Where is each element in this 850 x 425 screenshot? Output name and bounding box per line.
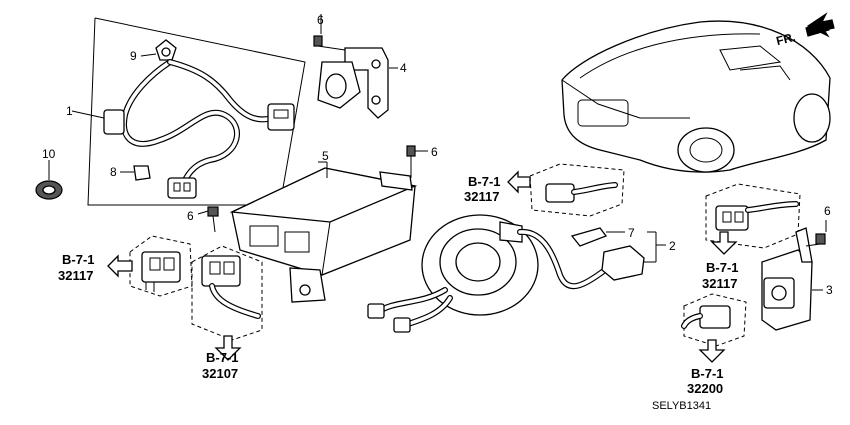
part-2-cable-reel [367,214,666,333]
callout-6-left: 6 [187,209,194,223]
ref-number-bottom-right: 32200 [687,381,723,396]
callout-3: 3 [826,283,833,297]
callout-7: 7 [628,226,635,240]
callout-8: 8 [110,165,117,179]
callout-4: 4 [400,61,407,75]
ref-arrow-center [507,170,531,194]
callout-6-unit: 6 [431,145,438,159]
ref-number-bottom-left: 32107 [202,366,238,381]
connector-box-right-bottom [681,293,747,347]
part-8-clip [120,165,151,181]
ref-section-center: B-7-1 [468,174,501,189]
part-6-bolt-unit-left [197,206,219,233]
connector-box-left-a [129,235,193,297]
connector-box-center [529,163,625,217]
connector-box-right-top [705,183,801,249]
callout-10: 10 [42,147,56,161]
callout-9: 9 [130,49,137,63]
part-1-harness [71,59,295,199]
part-10-grommet [35,160,63,200]
callout-1: 1 [66,104,73,118]
ref-section-left: B-7-1 [62,252,95,267]
ref-section-bottom-right: B-7-1 [691,366,724,381]
ref-arrow-left-2 [214,335,242,361]
part-3-sensor [761,227,823,331]
ref-number-center: 32117 [464,189,499,204]
ref-number-left: 32117 [58,268,93,283]
part-9-clip [140,39,177,61]
part-6-bolt-unit-top [406,145,428,178]
ref-number-right: 32117 [702,276,737,291]
part-6-bolt-right [805,220,827,247]
ref-section-bottom-left: B-7-1 [206,350,239,365]
callout-2: 2 [669,239,676,253]
ref-arrow-right-bottom [698,339,726,363]
ref-arrow-right-top [710,231,738,255]
callout-6-top: 6 [317,13,324,27]
callout-5: 5 [322,149,329,163]
callout-6-right: 6 [824,204,831,218]
part-4-sensor-bracket [317,47,389,119]
part-5-srs-unit [229,161,418,303]
connector-box-left-b [191,245,263,341]
part-7-clip [570,227,625,247]
front-direction-arrow [805,12,835,38]
front-direction-label: FR. [775,30,797,48]
diagram-code: SELYB1341 [652,400,711,412]
part-6-bolt-top [313,14,346,51]
ref-section-right: B-7-1 [706,260,739,275]
vehicle-illustration [561,20,831,173]
ref-arrow-left-1 [107,254,133,278]
